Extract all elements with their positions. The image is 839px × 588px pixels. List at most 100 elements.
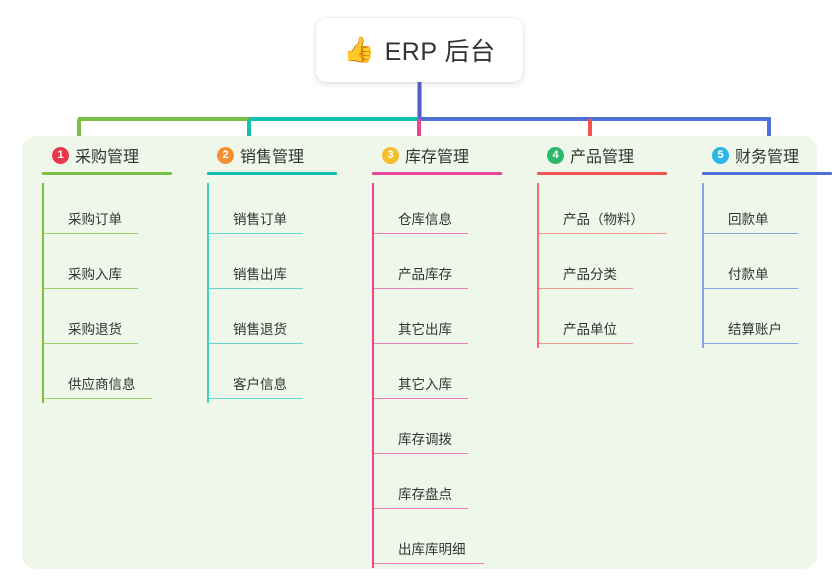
branch-item[interactable]: 销售出库 — [207, 238, 368, 293]
branch-item-label: 采购订单 — [68, 212, 122, 227]
branch-item-rule — [44, 232, 138, 234]
branch-item-rule — [374, 287, 468, 289]
branch-item-rule — [374, 452, 468, 454]
root-node-title: ERP 后台 — [384, 38, 496, 66]
branch-item-label: 销售出库 — [233, 267, 287, 282]
branch-badge-2: 2 — [217, 146, 234, 164]
branch-item-rule — [374, 397, 468, 399]
branch-header-rule-5 — [702, 172, 832, 175]
branch-header-5[interactable]: 5 财务管理 — [698, 136, 839, 175]
branch-item-label: 销售退货 — [233, 322, 287, 337]
branch-item-label: 销售订单 — [233, 212, 287, 227]
branch-item-label: 仓库信息 — [398, 212, 452, 227]
branch-items-3: 仓库信息 产品库存 其它出库 其它入库 库存调拨 — [368, 183, 533, 568]
branch-item-label: 出库库明细 — [398, 542, 466, 557]
branch-item[interactable]: 结算账户 — [702, 293, 839, 348]
branch-item-rule — [209, 397, 303, 399]
root-node-card[interactable]: 👍 ERP 后台 — [316, 18, 523, 82]
branch-item-rule — [539, 287, 633, 289]
branch-spine-3 — [372, 183, 374, 568]
branch-column-1[interactable]: 1 采购管理 采购订单 采购入库 采购退货 供应 — [38, 136, 203, 403]
branch-item-rule — [539, 232, 667, 234]
branch-item-rule — [209, 342, 303, 344]
branch-item[interactable]: 供应商信息 — [42, 348, 203, 403]
branch-item[interactable]: 销售订单 — [207, 183, 368, 238]
branch-item-label: 产品单位 — [563, 322, 617, 337]
branch-title-3: 库存管理 — [405, 149, 470, 166]
branch-spine-2 — [207, 183, 209, 403]
branch-item-label: 库存调拨 — [398, 432, 452, 447]
branch-header-rule-2 — [207, 172, 337, 175]
branch-item[interactable]: 产品库存 — [372, 238, 533, 293]
branch-item-label: 产品库存 — [398, 267, 452, 282]
branch-item-label: 采购退货 — [68, 322, 122, 337]
branch-item-rule — [374, 562, 484, 564]
branch-item[interactable]: 回款单 — [702, 183, 839, 238]
branch-item[interactable]: 产品（物料） — [537, 183, 698, 238]
branch-item-label: 采购入库 — [68, 267, 122, 282]
branch-header-rule-3 — [372, 172, 502, 175]
branch-item-label: 其它出库 — [398, 322, 452, 337]
branch-item[interactable]: 付款单 — [702, 238, 839, 293]
branch-item-rule — [704, 232, 798, 234]
branch-item[interactable]: 出库库明细 — [372, 513, 533, 568]
branch-header-rule-1 — [42, 172, 172, 175]
branch-spine-4 — [537, 183, 539, 348]
thumbs-up-icon: 👍 — [343, 35, 375, 64]
branch-column-2[interactable]: 2 销售管理 销售订单 销售出库 销售退货 客户 — [203, 136, 368, 403]
branch-item-label: 客户信息 — [233, 377, 287, 392]
branch-items-2: 销售订单 销售出库 销售退货 客户信息 — [203, 183, 368, 403]
branch-item[interactable]: 库存调拨 — [372, 403, 533, 458]
branch-item-rule — [374, 232, 468, 234]
branch-item-rule — [44, 397, 152, 399]
branch-item[interactable]: 客户信息 — [207, 348, 368, 403]
branch-item-rule — [209, 232, 303, 234]
branch-item[interactable]: 采购退货 — [42, 293, 203, 348]
branch-items-1: 采购订单 采购入库 采购退货 供应商信息 — [38, 183, 203, 403]
branch-item[interactable]: 采购入库 — [42, 238, 203, 293]
branch-header-2[interactable]: 2 销售管理 — [203, 136, 368, 175]
branch-badge-1: 1 — [52, 146, 69, 164]
branch-spine-1 — [42, 183, 44, 403]
branch-title-5: 财务管理 — [735, 149, 800, 166]
branch-item-rule — [374, 507, 468, 509]
branch-item-rule — [44, 287, 138, 289]
branch-columns: 1 采购管理 采购订单 采购入库 采购退货 供应 — [22, 136, 832, 569]
branch-items-4: 产品（物料） 产品分类 产品单位 — [533, 183, 698, 348]
branch-column-5[interactable]: 5 财务管理 回款单 付款单 结算账户 — [698, 136, 839, 348]
branch-item[interactable]: 销售退货 — [207, 293, 368, 348]
branch-item-label: 库存盘点 — [398, 487, 452, 502]
branch-item[interactable]: 库存盘点 — [372, 458, 533, 513]
branch-title-1: 采购管理 — [75, 149, 140, 166]
branch-badge-3: 3 — [382, 146, 399, 164]
branch-badge-4: 4 — [547, 146, 564, 164]
branch-column-4[interactable]: 4 产品管理 产品（物料） 产品分类 产品单位 — [533, 136, 698, 348]
branch-item-rule — [704, 287, 798, 289]
branch-item-rule — [44, 342, 138, 344]
branch-item-rule — [374, 342, 468, 344]
branch-badge-5: 5 — [712, 146, 729, 164]
branch-item[interactable]: 仓库信息 — [372, 183, 533, 238]
branch-item[interactable]: 采购订单 — [42, 183, 203, 238]
branch-header-3[interactable]: 3 库存管理 — [368, 136, 533, 175]
branch-item-rule — [539, 342, 633, 344]
branch-item-rule — [704, 342, 798, 344]
branch-header-rule-4 — [537, 172, 667, 175]
branch-title-2: 销售管理 — [240, 149, 305, 166]
branch-item-label: 结算账户 — [728, 322, 782, 337]
branch-item[interactable]: 其它出库 — [372, 293, 533, 348]
branch-item-rule — [209, 287, 303, 289]
branch-item-label: 其它入库 — [398, 377, 452, 392]
branch-item-label: 供应商信息 — [68, 377, 136, 392]
branch-header-1[interactable]: 1 采购管理 — [38, 136, 203, 175]
branch-spine-5 — [702, 183, 704, 348]
branch-item[interactable]: 产品单位 — [537, 293, 698, 348]
branch-item[interactable]: 产品分类 — [537, 238, 698, 293]
branch-item-label: 产品分类 — [563, 267, 617, 282]
branch-title-4: 产品管理 — [570, 149, 635, 166]
branch-column-3[interactable]: 3 库存管理 仓库信息 产品库存 其它出库 其它 — [368, 136, 533, 568]
branch-item-label: 回款单 — [728, 212, 769, 227]
branch-item[interactable]: 其它入库 — [372, 348, 533, 403]
branch-header-4[interactable]: 4 产品管理 — [533, 136, 698, 175]
